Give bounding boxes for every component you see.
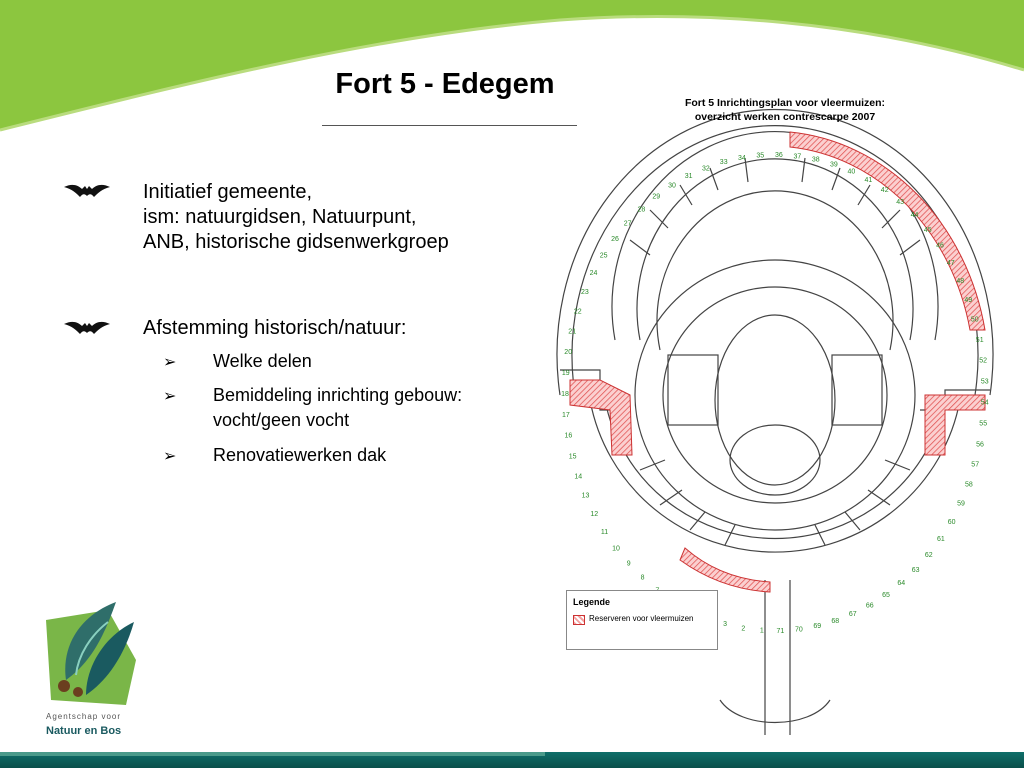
plan-room-number: 47 [947,260,955,267]
plan-room-number: 15 [569,453,577,460]
plan-room-number: 20 [564,349,572,356]
plan-title-line-2: overzicht werken contrescarpe 2007 [694,111,876,123]
plan-room-number: 28 [638,206,646,213]
plan-room-number: 12 [590,511,598,518]
plan-room-number: 17 [562,412,570,419]
bat-icon [64,184,110,197]
plan-room-number: 30 [668,183,676,190]
plan-room-number: 37 [794,153,802,160]
plan-room-number: 52 [979,358,987,365]
plan-room-number: 49 [964,297,972,304]
fort-floor-plan: 1234567891011121314151617181920212223242… [556,108,994,735]
plan-room-number: 45 [924,227,932,234]
plan-room-number: 61 [937,536,945,543]
plan-room-number: 41 [865,177,873,184]
plan-room-number: 14 [574,473,582,480]
plan-room-number: 65 [882,592,890,599]
logo-text-line-2: Natuur en Bos [46,725,122,737]
bullet-2-line-1: Afstemming historisch/natuur: [143,317,407,339]
plan-room-number: 32 [702,165,710,172]
plan-room-number: 54 [981,400,989,407]
plan-room-number: 60 [948,519,956,526]
plan-room-number: 66 [866,602,874,609]
plan-room-number: 26 [611,236,619,243]
plan-room-number: 53 [981,379,989,386]
plan-room-number: 25 [600,253,608,260]
plan-room-number: 57 [971,462,979,469]
plan-room-number: 40 [848,168,856,175]
bullet-1-line-1: Initiatief gemeente, [143,181,312,203]
plan-room-number: 55 [979,421,987,428]
plan-room-number: 2 [741,625,745,632]
plan-room-number: 10 [612,545,620,552]
legend-reserved-swatch [573,615,585,625]
plan-room-number: 18 [561,391,569,398]
plan-room-number: 21 [568,328,576,335]
bullet-1-line-2: ism: natuurgidsen, Natuurpunt, [143,206,417,228]
plan-room-number: 58 [965,482,973,489]
plan-room-number: 13 [582,493,590,500]
plan-room-number: 23 [581,289,589,296]
plan-room-number: 19 [562,370,570,377]
plan-room-number: 50 [971,317,979,324]
plan-room-number: 67 [849,611,857,618]
bat-icon [64,321,110,334]
sub-bullet-arrow-icon: ➢ [163,388,177,405]
plan-room-number: 33 [720,159,728,166]
plan-room-number: 9 [627,561,631,568]
plan-room-number: 8 [641,575,645,582]
plan-room-number: 51 [976,337,984,344]
plan-room-number: 39 [830,162,838,169]
plan-title-line-1: Fort 5 Inrichtingsplan voor vleermuizen: [684,97,886,109]
slide-title: Fort 5 - Edegem [335,68,555,100]
footer-band-highlight [0,752,545,756]
plan-room-number: 42 [881,187,889,194]
plan-room-number: 56 [976,441,984,448]
legend-item-reserved: Reserveren voor vleermuizen [589,614,694,623]
sub-bullet-3: Renovatiewerken dak [213,445,387,465]
plan-room-number: 38 [812,157,820,164]
plan-room-number: 36 [775,152,783,159]
plan-room-number: 64 [897,580,905,587]
plan-room-number: 71 [777,628,785,635]
plan-room-number: 34 [738,155,746,162]
plan-room-number: 46 [936,243,944,250]
plan-title: Fort 5 Inrichtingsplan voor vleermuizen:… [650,96,920,124]
logo-text-line-1: Agentschap voor [46,712,122,721]
sub-bullet-2-line-2: vocht/geen vocht [213,410,350,430]
plan-room-number: 43 [896,199,904,206]
plan-room-number: 16 [565,433,573,440]
plan-room-number: 44 [911,212,919,219]
plan-room-number: 59 [957,501,965,508]
anb-logo [46,602,136,705]
header-wave-decoration [0,0,1024,132]
plan-room-number: 31 [685,173,693,180]
plan-room-number: 69 [813,623,821,630]
plan-room-number: 3 [723,621,727,628]
title-divider [322,125,577,126]
sub-bullet-arrow-icon: ➢ [163,354,177,371]
sub-bullet-1: Welke delen [213,351,312,371]
plan-room-number: 63 [912,567,920,574]
plan-room-number: 70 [795,627,803,634]
plan-room-number: 27 [624,220,632,227]
plan-room-number: 68 [831,618,839,625]
plan-room-number: 29 [652,194,660,201]
footer-band [0,752,1024,768]
plan-legend: Legende Reserveren voor vleermuizen [566,590,718,650]
bullet-1-line-3: ANB, historische gidsenwerkgroep [143,231,449,253]
sub-bullet-2-line-1: Bemiddeling inrichting gebouw: [213,385,463,405]
legend-title: Legende [573,597,611,607]
plan-room-number: 24 [590,270,598,277]
plan-room-number: 22 [574,308,582,315]
plan-room-number: 35 [756,153,764,160]
plan-room-number: 48 [956,278,964,285]
sub-bullet-arrow-icon: ➢ [163,448,177,465]
plan-room-number: 11 [601,529,608,536]
plan-room-number: 1 [760,628,764,635]
plan-room-number: 62 [925,552,933,559]
